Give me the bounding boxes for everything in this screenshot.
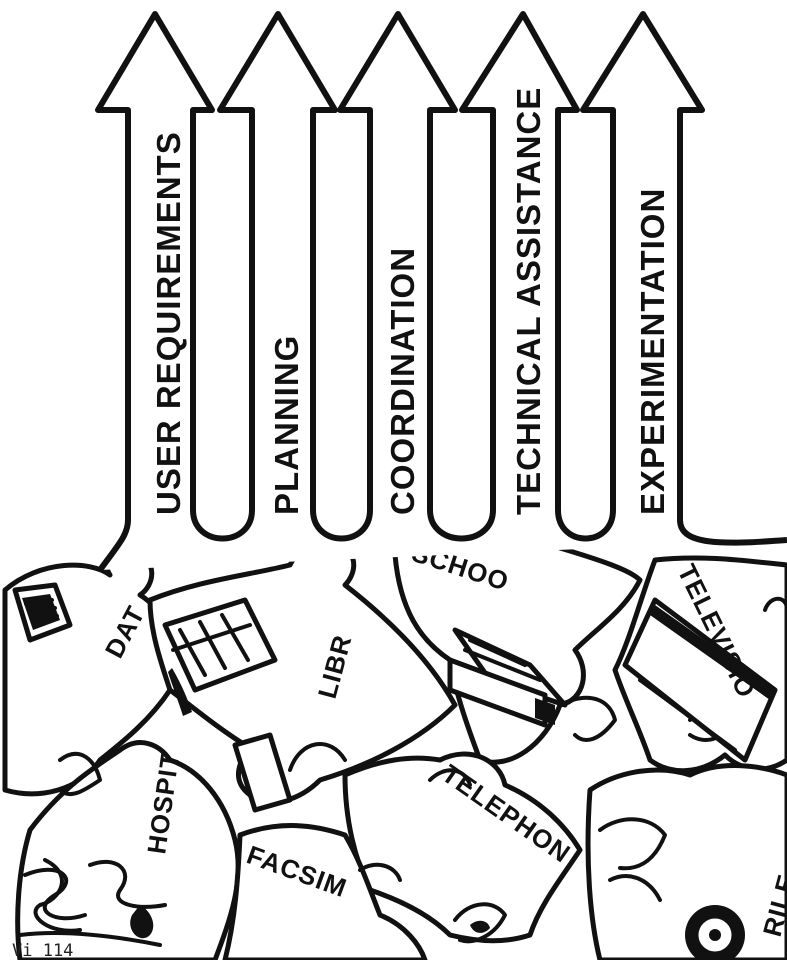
vehicle-wheel-icon [598, 817, 745, 960]
school-building-icon [447, 627, 568, 728]
arrow-labels: USER REQUIREMENTS PLANNING COORDINATION … [150, 87, 671, 515]
page-number: Vi 114 [12, 941, 73, 960]
puzzle-seam [288, 742, 347, 772]
puzzle-piece-hospital [15, 740, 241, 960]
arrow-label-planning: PLANNING [268, 335, 305, 515]
arrow-label-user-requirements: USER REQUIREMENTS [150, 131, 187, 515]
arrow-label-technical-assistance: TECHNICAL ASSISTANCE [510, 87, 547, 515]
television-set-icon [622, 596, 787, 763]
puzzle-piece-facsimile [222, 823, 428, 960]
puzzle-pieces [2, 535, 787, 960]
facsimile-machine-icon [358, 862, 402, 882]
bookcase-icon [162, 597, 293, 813]
puzzle-seam [558, 695, 617, 742]
arrow-label-experimentation: EXPERIMENTATION [634, 188, 671, 515]
telephone-handset-icon [453, 902, 507, 944]
computer-terminal-icon [12, 582, 73, 643]
puzzle-seam [428, 768, 472, 787]
puzzle-piece-mobile [585, 763, 787, 960]
arrows [95, 11, 787, 572]
caduceus-icon [18, 858, 167, 947]
puzzle-seam [58, 752, 102, 797]
arrows-outline [95, 11, 787, 572]
arrow-label-coordination: COORDINATION [384, 247, 421, 515]
